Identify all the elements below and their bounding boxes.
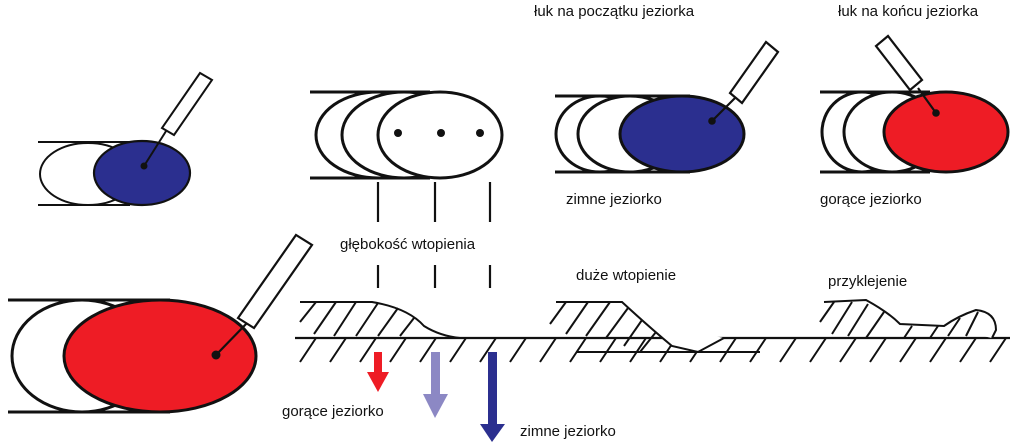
label-arc-end: łuk na końcu jeziorka [838, 3, 979, 20]
label-arc-start: łuk na początku jeziorka [534, 3, 695, 20]
arrow-medium-pool [423, 352, 448, 418]
figure-small-cold-pool [38, 71, 214, 207]
arrow-hot-pool [367, 352, 389, 392]
label-hot-pool: gorące jeziorko [820, 191, 922, 208]
bead-deep-penetration [549, 301, 760, 354]
label-sticking: przyklejenie [828, 273, 908, 290]
label-cold-pool: zimne jeziorko [566, 191, 662, 208]
figure-arc-start [554, 40, 780, 174]
label-hot-pool-arrow: gorące jeziorko [282, 403, 384, 420]
electrode [160, 71, 214, 137]
figure-arc-end [820, 34, 1010, 174]
cross-section [295, 298, 1010, 363]
arrow-cold-pool [480, 352, 505, 442]
plate-hatching [299, 337, 1007, 363]
bead-sticking [819, 298, 998, 339]
bead-shallow-penetration [299, 301, 461, 339]
hot-weld-pool [62, 298, 258, 414]
electrode [874, 34, 924, 92]
label-penetration-depth: głębokość wtopienia [340, 236, 476, 253]
cold-weld-pool [92, 139, 192, 207]
hot-weld-pool [882, 90, 1010, 174]
cold-weld-pool [618, 94, 746, 174]
electrode [236, 233, 314, 330]
electrode [728, 40, 780, 105]
label-large-penetration: duże wtopienie [576, 267, 677, 284]
figure-large-hot-pool [8, 233, 314, 414]
figure-ripples [310, 90, 504, 288]
label-cold-pool-arrow: zimne jeziorko [520, 423, 616, 440]
